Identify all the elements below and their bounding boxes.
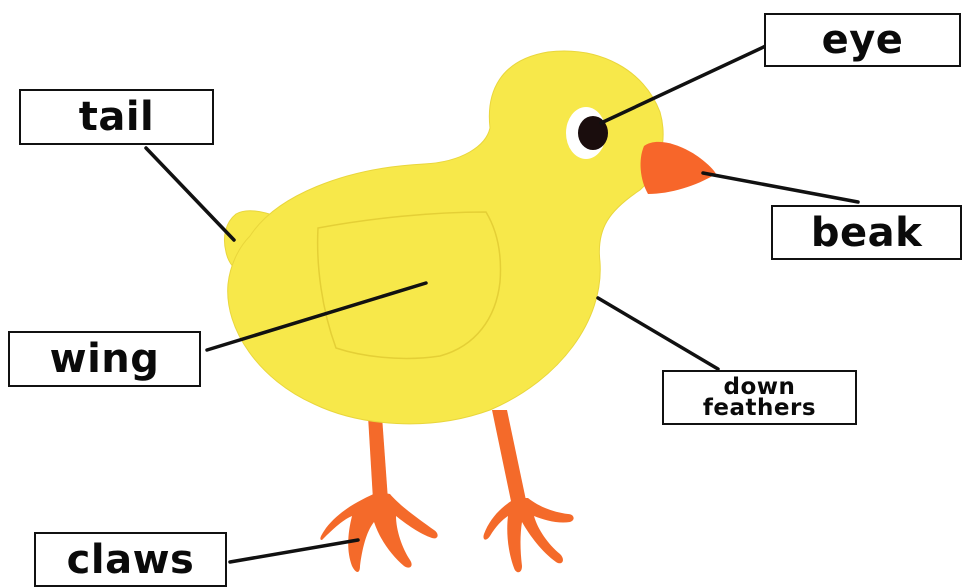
- eye-label: eye: [764, 13, 961, 67]
- beak-shape: [640, 141, 716, 194]
- wing-label: wing: [8, 331, 201, 387]
- tail-label: tail: [19, 89, 214, 145]
- claws-leader-line: [228, 538, 360, 564]
- right-claw: [483, 498, 574, 573]
- leader-lines: [144, 42, 860, 564]
- claws-label: claws: [34, 532, 227, 587]
- beak-leader-line: [701, 171, 860, 204]
- tail-leader-line: [144, 146, 236, 242]
- down-feathers-label-line2: feathers: [702, 394, 817, 421]
- chick-body-group: [223, 50, 664, 425]
- eye-group: [566, 107, 608, 159]
- wing-shape: [316, 211, 502, 360]
- left-leg: [368, 416, 388, 500]
- eye-leader-line: [599, 42, 772, 125]
- down-feathers-label-line1: down: [723, 373, 796, 400]
- beak-label: beak: [771, 205, 962, 260]
- wing-leader-line: [205, 281, 428, 352]
- down-feathers-label: down feathers: [662, 370, 857, 425]
- claws: [320, 492, 574, 573]
- right-leg: [492, 410, 527, 506]
- legs: [368, 410, 527, 506]
- down-feathers-leader-line: [596, 296, 720, 371]
- left-claw: [320, 492, 438, 572]
